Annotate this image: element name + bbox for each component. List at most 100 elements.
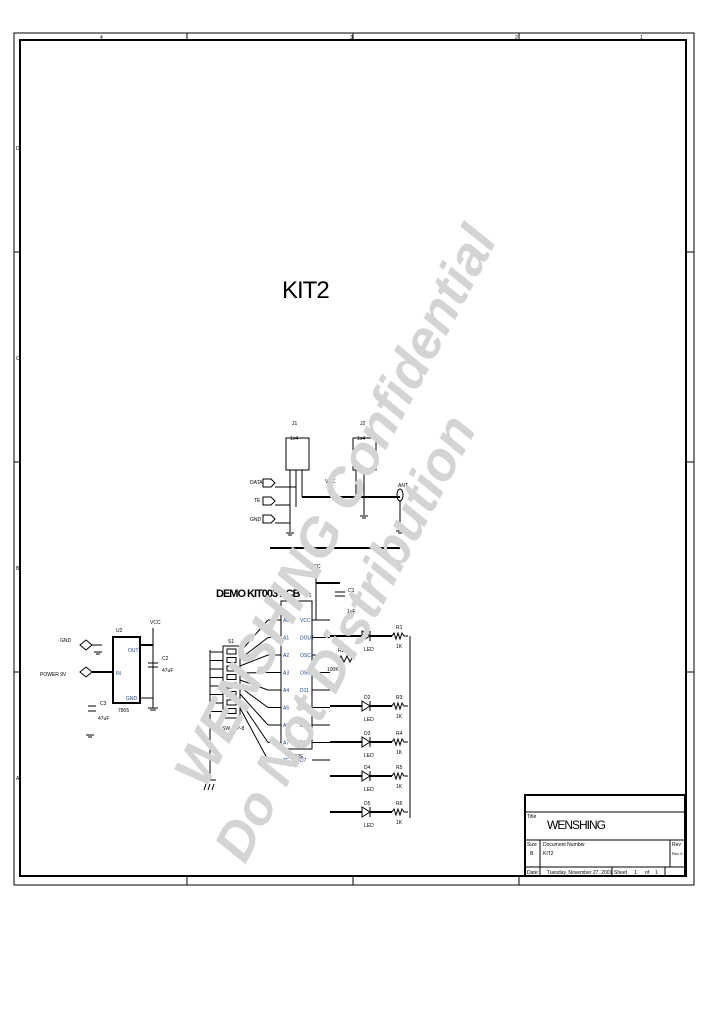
vcc-label: VCC [325, 479, 336, 485]
potentiometer-icon [334, 654, 353, 664]
dip-switch-cell [226, 657, 237, 663]
input-label: TE [254, 498, 261, 504]
led-label: LED [364, 787, 374, 793]
regulator-u2 [112, 636, 141, 704]
input-label: GND [250, 517, 262, 523]
c3-ref: C3 [100, 701, 107, 707]
date-label: Date: [527, 870, 539, 876]
led-label: LED [364, 647, 374, 653]
led-icon [361, 806, 371, 818]
c1-ref: C1 [348, 588, 355, 594]
j2-ref: J2 [360, 421, 366, 427]
input-port-icons [262, 478, 276, 524]
c2-ref: C2 [162, 656, 169, 662]
pin-label: A0 [283, 618, 289, 624]
outer-border [13, 32, 695, 886]
dip-switch-cell [226, 674, 237, 680]
antenna-label: ANT [398, 483, 408, 489]
resistor-value: 1K [396, 784, 403, 790]
led-icon [361, 736, 371, 748]
border-number: 1 [640, 35, 643, 41]
pin-label: A7 [283, 741, 289, 747]
dip-switch-cell [226, 648, 237, 655]
size-value: B [530, 851, 534, 857]
resistor-value: 1K [396, 714, 403, 720]
j1-ref: J1 [292, 421, 298, 427]
c1-value: 1uF [347, 609, 356, 615]
switch-wire [239, 654, 269, 667]
dip-switch-cell [226, 691, 237, 697]
resistor-ref: R4 [396, 731, 403, 737]
dip-switch-cell [226, 699, 237, 706]
ground-icons [86, 651, 158, 738]
border-letter: B [16, 566, 20, 572]
dip-switch-cell [226, 682, 237, 689]
border-markers: D C B A 4 3 2 1 [14, 33, 694, 885]
resistor-value: 1K [396, 750, 403, 756]
pin-label: OUT [128, 648, 139, 654]
switch-wire [239, 672, 269, 674]
pin-label: A3 [283, 671, 289, 677]
led-icon [361, 770, 371, 782]
led-ref: D3 [364, 731, 371, 737]
switch-wire [239, 686, 269, 708]
size-label: Size [527, 842, 537, 848]
c2-value: 47uF [162, 668, 173, 674]
ic-u1 [280, 600, 313, 750]
j1-part: 1x4 [290, 436, 298, 442]
u2-ref: U2 [116, 628, 123, 634]
rev-value: Rev 0 [672, 851, 683, 856]
pot-ref: R2 [338, 648, 345, 654]
of-value: 1 [655, 870, 658, 876]
resistor-value: 1K [396, 644, 403, 650]
pin-label: VCC [300, 618, 311, 624]
resistor-icon [391, 737, 408, 747]
u2-part: 7805 [118, 708, 129, 714]
led-label: LED [364, 823, 374, 829]
c3-value: 47uF [98, 716, 109, 722]
u1-ref: U1 [305, 593, 312, 599]
chassis-ground-icon [203, 779, 216, 791]
sheet-value: 1 [634, 870, 637, 876]
pin-label: TE [283, 758, 290, 764]
resistor-icon [391, 631, 408, 641]
u1-part: HT12E [288, 754, 304, 760]
switch-wire [239, 693, 269, 726]
switch-label: SW DIP-8 [222, 726, 244, 732]
border-number: 4 [100, 35, 103, 41]
resistor-value: 1K [396, 820, 403, 826]
switch-wire [239, 700, 269, 743]
docnum-label: Document Number [543, 842, 585, 848]
switch-wire [239, 707, 269, 761]
border-letter: D [16, 146, 20, 152]
pin-label: A6 [283, 723, 289, 729]
led-ref: D1 [364, 625, 371, 631]
j1-connector [285, 437, 310, 471]
pin-label: IN [116, 671, 121, 677]
border-number: 3 [350, 35, 353, 41]
j2-part: 1x4 [357, 436, 365, 442]
dip-switch [222, 645, 241, 719]
dip-switch-cell [226, 665, 237, 672]
pin-label: D8 [300, 741, 307, 747]
pin-label: OSC1 [300, 653, 314, 659]
switch-wire [239, 619, 269, 653]
led-icon [361, 700, 371, 712]
led-label: LED [364, 753, 374, 759]
border-number: 2 [515, 35, 518, 41]
resistor-ref: R3 [396, 695, 403, 701]
ground-icons [286, 515, 404, 536]
resistor-icon [391, 771, 408, 781]
vcc-label: VCC [150, 620, 161, 626]
led-ref: D4 [364, 765, 371, 771]
led-label: LED [364, 717, 374, 723]
pin-label: A2 [283, 653, 289, 659]
pin-label: D10 [300, 706, 309, 712]
pin-label: A1 [283, 636, 289, 642]
watermark: WENSHING Confidential Do Not Distributio… [163, 216, 509, 871]
resistor-icon [391, 701, 408, 711]
pin-label: D11 [300, 688, 309, 694]
power-terminal-icons [79, 639, 93, 678]
capacitor-icon [88, 705, 96, 712]
pin-label: D7 [300, 758, 307, 764]
